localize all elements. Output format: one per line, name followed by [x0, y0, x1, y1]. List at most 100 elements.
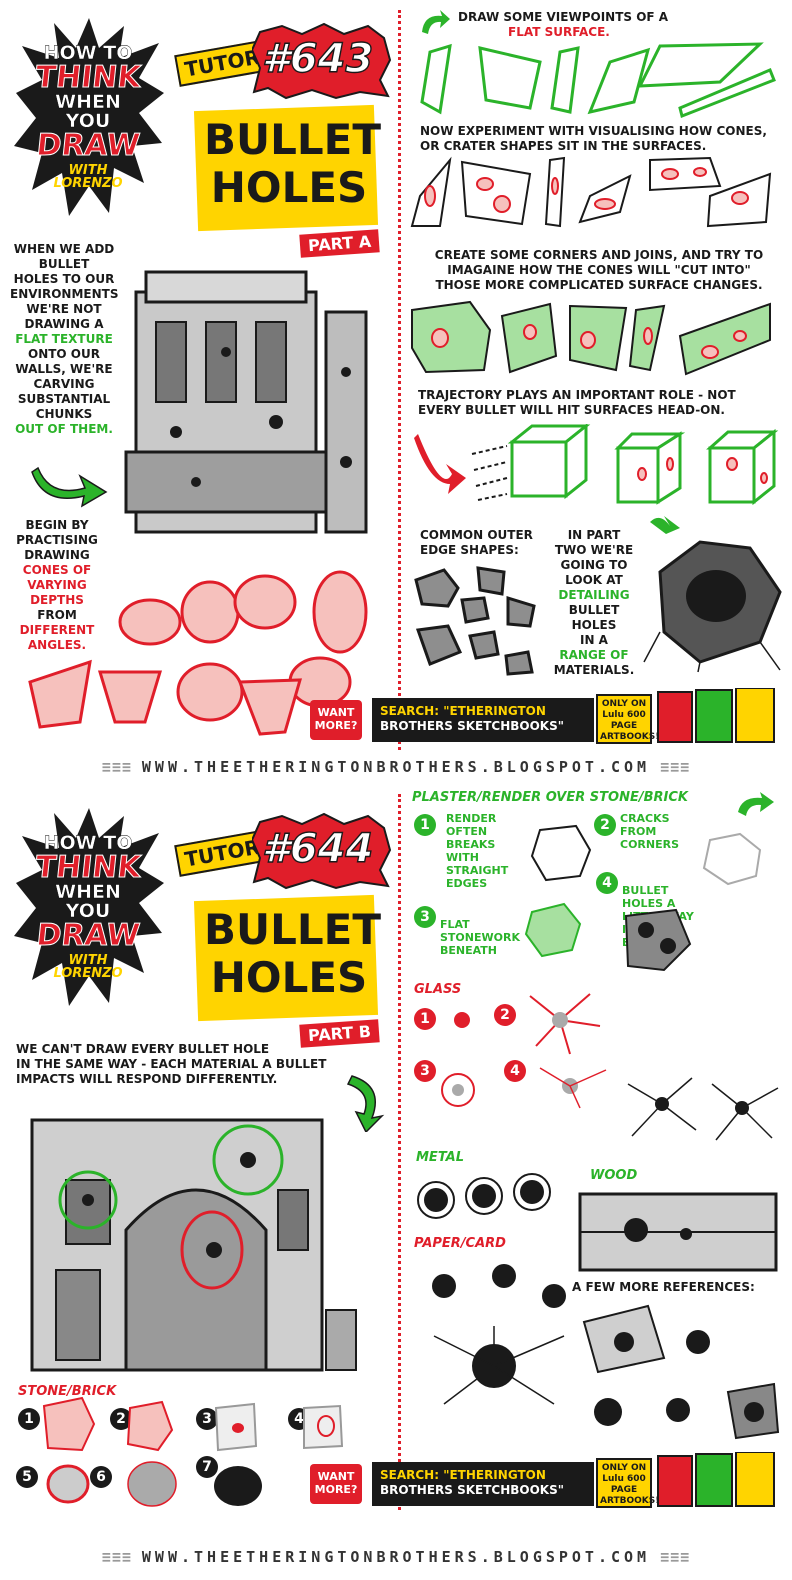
glass-heading: GLASS [414, 982, 462, 997]
ruined-building-illustration [124, 270, 368, 534]
intro-line: FLAT TEXTURE [15, 332, 113, 346]
plaster-step-badge: 4 [596, 872, 618, 894]
viewpoints-text: DRAW SOME VIEWPOINTS OF A FLAT SURFACE. [458, 10, 778, 40]
part-two-line: TWO WE'RE [554, 543, 634, 557]
blog-url[interactable]: WWW.THEETHERINGTONBROTHERS.BLOGSPOT.COM [0, 1548, 792, 1566]
plaster-line: FLAT [440, 918, 470, 931]
logo-draw: DRAW [34, 128, 142, 164]
plaster-step-text: RENDER OFTEN BREAKS WITH STRAIGHT EDGES [446, 812, 526, 890]
stone-step-badge: 5 [16, 1466, 38, 1488]
corners-line: IMAGAINE HOW THE CONES WILL "CUT INTO" [447, 263, 751, 277]
archway-ruin-illustration [30, 1118, 357, 1372]
flat-surface-illustration [420, 42, 776, 118]
logo-how-to: HOW TO [43, 832, 133, 854]
references-text: A FEW MORE REFERENCES: [572, 1280, 755, 1294]
stone-step-badge: 7 [196, 1456, 218, 1478]
want-more-badge: WANT MORE? [310, 700, 362, 740]
wood-planks-illustration [578, 1192, 778, 1272]
stone-steps-illustration [42, 1396, 344, 1507]
viewpoints-line: FLAT SURFACE. [508, 25, 610, 39]
trajectory-cubes-illustration [414, 424, 779, 506]
part-two-line: IN PART [567, 528, 621, 542]
blog-url[interactable]: WWW.THEETHERINGTONBROTHERS.BLOGSPOT.COM [0, 758, 792, 776]
tutorial-number-burst-icon [252, 22, 392, 100]
center-divider [398, 794, 401, 1510]
intro-line: WALLS, WE'RE [15, 362, 113, 376]
corners-text: CREATE SOME CORNERS AND JOINS, AND TRY T… [408, 248, 790, 293]
plaster-heading: PLASTER/RENDER OVER STONE/BRICK [412, 790, 688, 805]
logo-when-you: WHEN YOU [55, 881, 121, 922]
trajectory-text: TRAJECTORY PLAYS AN IMPORTANT ROLE - NOT… [418, 388, 788, 418]
lulu-badge: ONLY ON Lulu 600 PAGE ARTBOOKS! [596, 694, 659, 744]
plaster-step-text: FLAT STONEWORK BENEATH [440, 918, 520, 957]
plaster-line: OFTEN [446, 825, 488, 838]
trajectory-line: TRAJECTORY PLAYS AN IMPORTANT ROLE - NOT [418, 388, 736, 402]
begin-line: DEPTHS [30, 593, 84, 607]
edge-shapes-illustration [414, 566, 536, 676]
intro-line: WE'RE NOT [26, 302, 102, 316]
outer-edge-line: EDGE SHAPES: [420, 543, 519, 557]
paper-card-heading: PAPER/CARD [414, 1236, 506, 1251]
begin-line: PRACTISING [16, 533, 98, 547]
begin-line: BEGIN BY [25, 518, 89, 532]
plaster-step-badge: 1 [414, 814, 436, 836]
part-two-line: LOOK AT [565, 573, 623, 587]
logo-text: HOW TO THINK WHEN YOU DRAW WITH LORENZO [32, 42, 144, 191]
stone-step-badge: 1 [18, 1408, 40, 1430]
reference-holes-illustration [582, 1304, 780, 1440]
glass-step-badge: 3 [414, 1060, 436, 1082]
wood-heading: WOOD [590, 1168, 638, 1183]
corners-line: THOSE MORE COMPLICATED SURFACE CHANGES. [435, 278, 763, 292]
part-two-line: RANGE OF [559, 648, 629, 662]
logo-how-to: HOW TO [43, 42, 133, 64]
intro-line: ENVIRONMENTS [10, 287, 119, 301]
search-line-1: SEARCH: "ETHERINGTON [380, 704, 546, 718]
logo-signature: WITH LORENZO [53, 953, 123, 981]
begin-line: ANGLES. [27, 638, 87, 652]
begin-line: FROM [37, 608, 77, 622]
page-title: BULLET HOLES [204, 906, 381, 1002]
part-two-line: DETAILING [558, 588, 630, 602]
lulu-badge: ONLY ON Lulu 600 PAGE ARTBOOKS! [596, 1458, 659, 1508]
intro-text: WHEN WE ADD BULLET HOLES TO OUR ENVIRONM… [10, 242, 119, 437]
stone-step-badge: 6 [90, 1466, 112, 1488]
logo-text: HOW TO THINK WHEN YOU DRAW WITH LORENZO [32, 832, 144, 981]
begin-text: BEGIN BY PRACTISING DRAWING CONES OF VAR… [8, 518, 106, 653]
plaster-line: BREAKS [446, 838, 496, 851]
curved-arrow-icon [31, 466, 108, 508]
part-two-text: IN PART TWO WE'RE GOING TO LOOK AT DETAI… [548, 528, 640, 678]
intro-line: BULLET [38, 257, 90, 271]
part-two-line: GOING TO [560, 558, 628, 572]
sketchbooks-icon [657, 688, 775, 743]
intro-text: WE CAN'T DRAW EVERY BULLET HOLE IN THE S… [16, 1042, 390, 1087]
plaster-line: CORNERS [620, 838, 680, 851]
corners-line: CREATE SOME CORNERS AND JOINS, AND TRY T… [434, 248, 764, 262]
title-line-2: HOLES [210, 163, 368, 212]
plaster-line: WITH [446, 851, 479, 864]
intro-line: SUBSTANTIAL [17, 392, 111, 406]
part-two-line: BULLET [568, 603, 620, 617]
curved-arrow-icon [738, 792, 774, 816]
outer-edge-text: COMMON OUTER EDGE SHAPES: [420, 528, 540, 558]
plaster-line: BULLET [622, 884, 669, 897]
glass-step-badge: 2 [494, 1004, 516, 1026]
search-banner[interactable]: SEARCH: "ETHERINGTON BROTHERS SKETCHBOOK… [372, 1462, 594, 1506]
stone-step-badge: 2 [110, 1408, 132, 1430]
plaster-step-badge: 2 [594, 814, 616, 836]
intro-line: DRAWING A [24, 317, 104, 331]
glass-steps-illustration [441, 993, 607, 1109]
intro-line: CARVING [33, 377, 95, 391]
experiment-line: OR CRATER SHAPES SIT IN THE SURFACES. [420, 139, 707, 153]
logo-signature: WITH LORENZO [53, 163, 123, 191]
search-banner[interactable]: SEARCH: "ETHERINGTON BROTHERS SKETCHBOOK… [372, 698, 594, 742]
intro-line: ONTO OUR [28, 347, 100, 361]
search-line-2: BROTHERS SKETCHBOOKS" [380, 1483, 564, 1497]
tutorial-panel-643: HOW TO THINK WHEN YOU DRAW WITH LORENZO … [0, 0, 792, 790]
experiment-text: NOW EXPERIMENT WITH VISUALISING HOW CONE… [420, 124, 790, 154]
experiment-line: NOW EXPERIMENT WITH VISUALISING HOW CONE… [420, 124, 767, 138]
paper-holes-illustration [432, 1264, 566, 1405]
intro-line: IMPACTS WILL RESPOND DIFFERENTLY. [16, 1072, 278, 1086]
bullet-hole-crater-illustration [643, 516, 782, 673]
outer-edge-line: COMMON OUTER [420, 528, 533, 542]
center-divider [398, 10, 401, 750]
